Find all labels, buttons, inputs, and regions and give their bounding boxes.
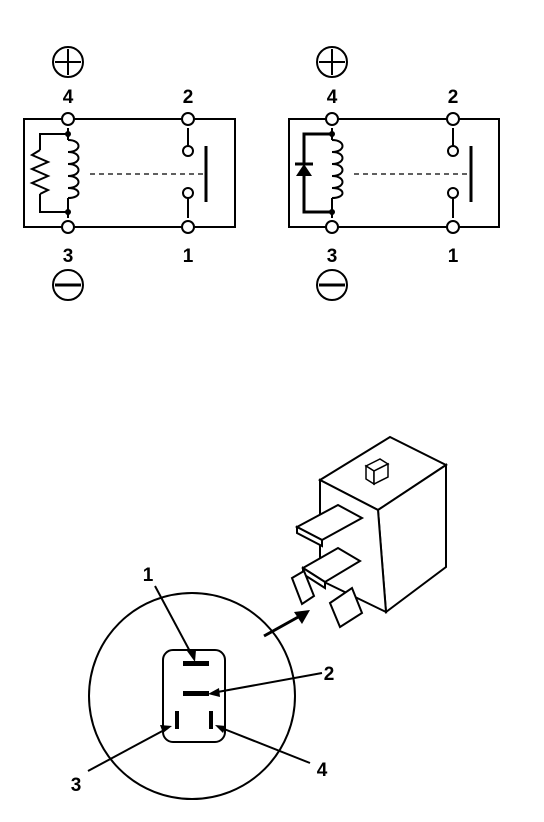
relay-schematic-resistor: 4 2 3 1: [23, 46, 236, 301]
socket-label-3: 3: [71, 775, 82, 796]
coil-icon: [331, 139, 344, 199]
minus-icon: [52, 269, 84, 301]
terminal-label-1: 1: [448, 246, 459, 267]
relay-housing: [288, 118, 500, 228]
socket-label-4: 4: [317, 760, 328, 781]
socket-detail: 1 2 3 4: [71, 565, 335, 800]
resistor-icon: [29, 149, 51, 195]
relay-schematic-diode: 4 2 3 1: [288, 46, 500, 301]
coil-icon: [67, 139, 80, 199]
socket-slot-1: [183, 661, 209, 666]
relay-housing: [23, 118, 236, 228]
diode-icon: [295, 162, 313, 176]
terminal-label-1: 1: [183, 246, 194, 267]
socket-slot-2: [183, 691, 209, 696]
socket-outline: [162, 649, 226, 743]
plus-icon: [52, 46, 84, 78]
relay-icon: [290, 435, 448, 629]
relay-terminal-blade: [294, 503, 365, 548]
terminal-label-3: 3: [327, 246, 338, 267]
plus-icon: [316, 46, 348, 78]
socket-label-1: 1: [143, 565, 154, 586]
terminal-label-3: 3: [63, 246, 74, 267]
arrow-icon: [263, 610, 310, 638]
terminal-label-4: 4: [63, 87, 74, 108]
relay-terminal-blade: [328, 586, 364, 629]
socket-label-2: 2: [324, 664, 335, 685]
socket-slot-3: [175, 711, 179, 729]
terminal-label-2: 2: [183, 87, 194, 108]
terminal-label-2: 2: [448, 87, 459, 108]
relay-terminal-blade: [290, 569, 316, 606]
minus-icon: [316, 269, 348, 301]
terminal-label-4: 4: [327, 87, 338, 108]
socket-slot-4: [209, 711, 213, 729]
